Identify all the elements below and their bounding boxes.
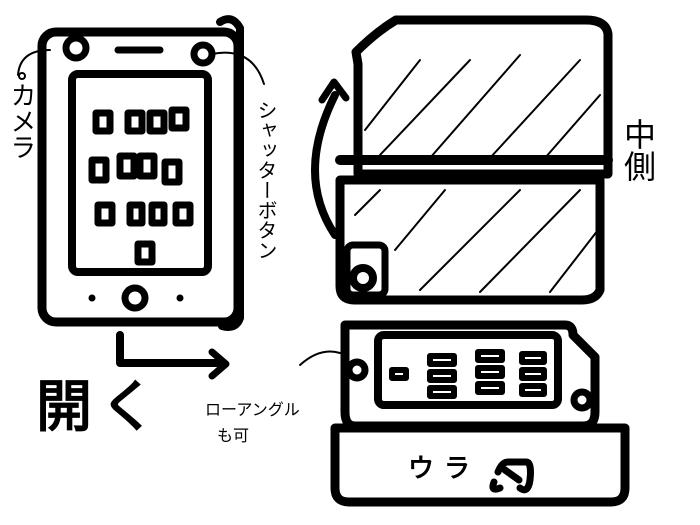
low-angle-label: ローアングル (205, 400, 300, 419)
low-angle-label-2: も可 (217, 426, 250, 445)
open-phone-inner (335, 15, 613, 305)
closed-phone (17, 15, 265, 331)
open-phone-outer (299, 320, 630, 507)
arrow-right-icon (116, 331, 224, 367)
camera-lens-icon (62, 34, 90, 62)
back-side-label: ウラ (408, 454, 481, 484)
shutter-button-icon (190, 41, 216, 67)
camera-label: カメラ (6, 82, 36, 160)
app-icons (88, 106, 194, 266)
shutter-button-label: シャッターボタン (254, 100, 278, 260)
inner-side-label: 中側 (619, 118, 657, 182)
open-label: 開く (36, 375, 164, 440)
curved-arrow-icon (311, 91, 339, 239)
